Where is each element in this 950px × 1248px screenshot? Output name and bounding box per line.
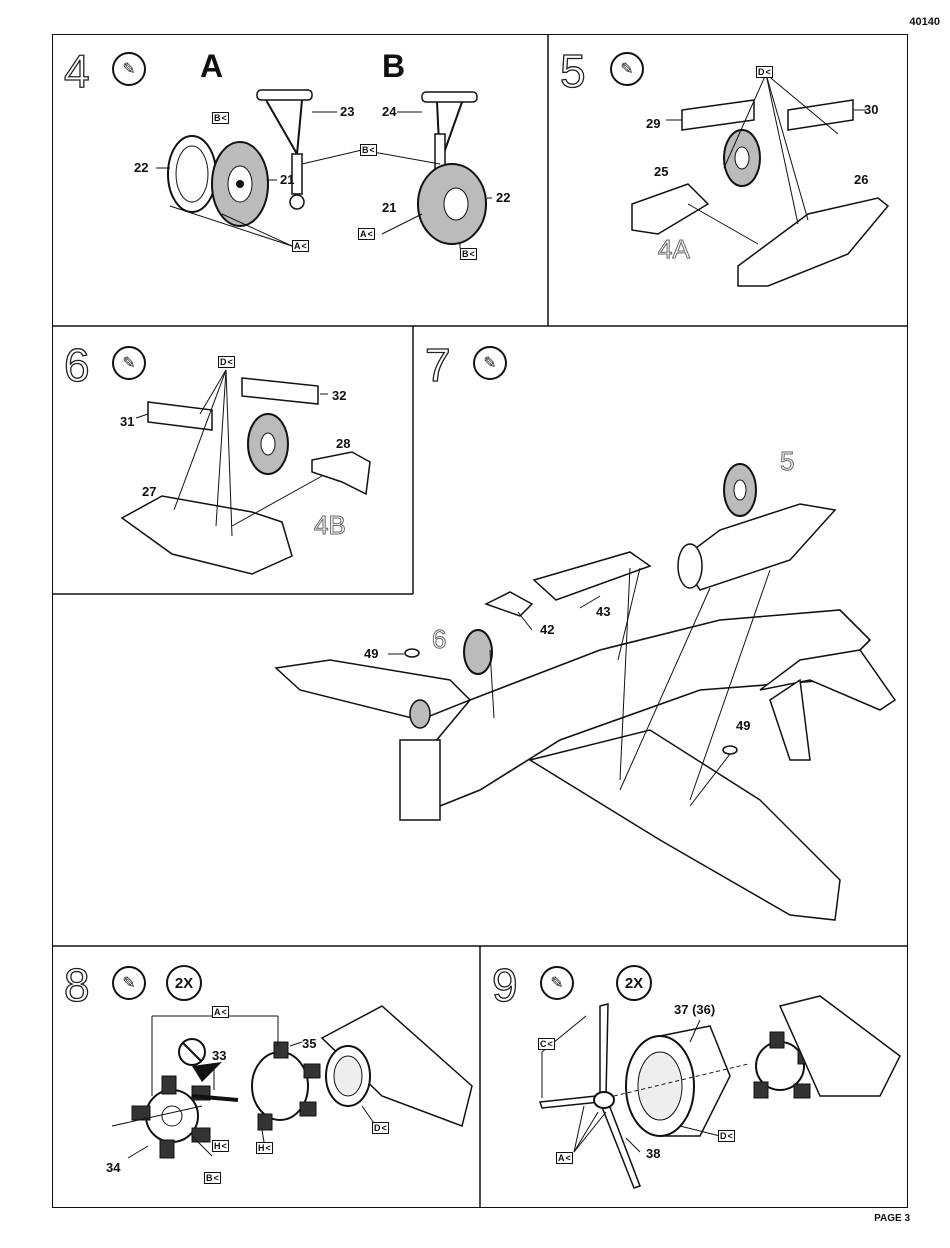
part-34-label: 34 [106,1160,120,1175]
tag-d: D [718,1130,735,1142]
tag-c: C [538,1038,555,1050]
step-9-panel: 9 ✎ 2X C A D 37 (36) 38 [480,946,908,1208]
part-37-label: 37 (36) [674,1002,715,1017]
propeller-drawing [480,946,908,1208]
part-43-label: 43 [596,604,610,619]
part-49b-label: 49 [736,718,750,733]
step-8-panel: 8 ✎ 2X [52,946,480,1208]
assembly-5-ref: 5 [780,446,794,477]
assembly-6-ref: 6 [432,624,446,655]
tag-d: D [372,1122,389,1134]
page-number: PAGE 3 [874,1213,910,1224]
tag-a: A [556,1152,573,1164]
part-49-label: 49 [364,646,378,661]
part-33-label: 33 [212,1048,226,1063]
part-38-label: 38 [646,1146,660,1161]
tag-a: A [212,1006,229,1018]
tag-h: H [256,1142,273,1154]
tag-h: H [212,1140,229,1152]
tag-b: B [204,1172,221,1184]
part-35-label: 35 [302,1036,316,1051]
part-42-label: 42 [540,622,554,637]
